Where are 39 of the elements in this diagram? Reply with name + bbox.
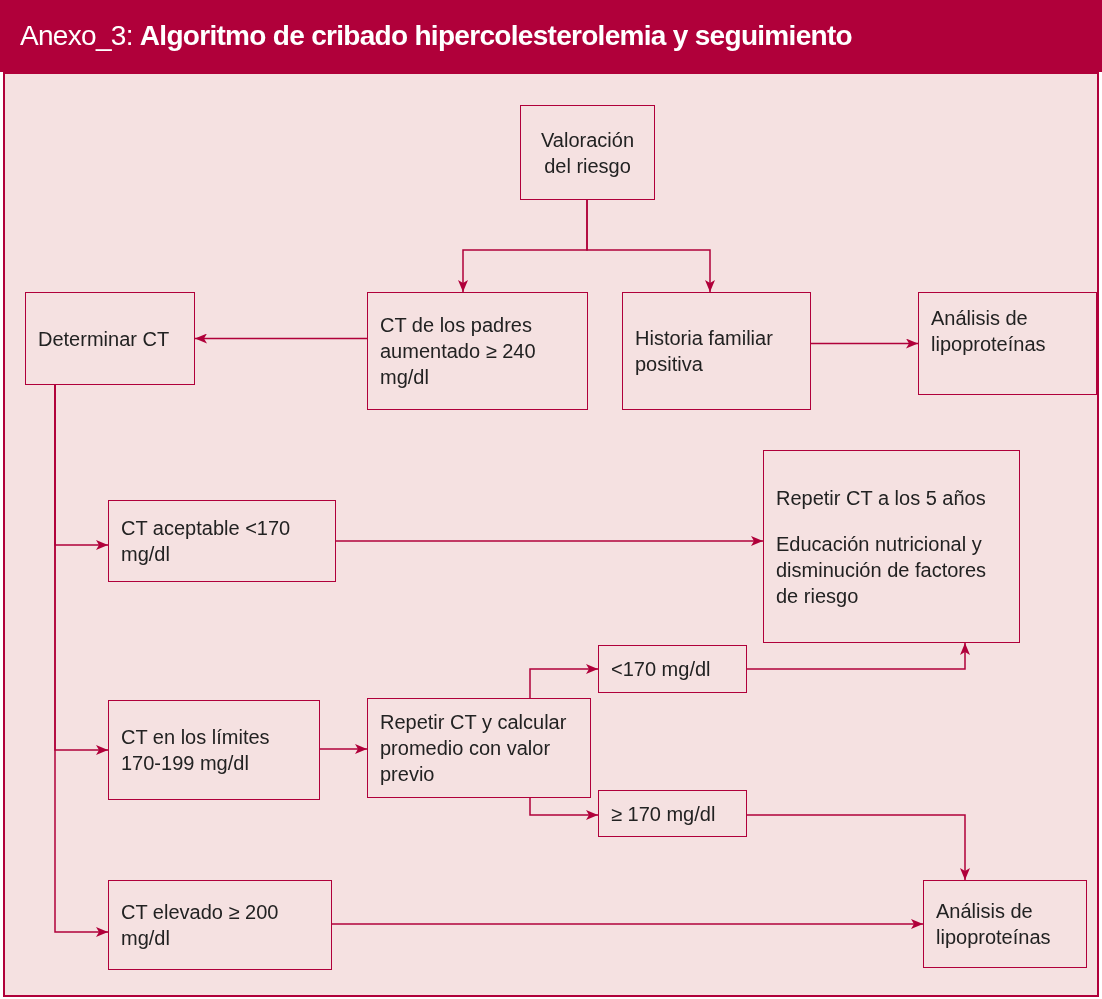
process-box: [25, 292, 195, 385]
box-text: Análisis de lipoproteínas: [931, 306, 1047, 357]
box-text: <170 mg/dl: [611, 657, 712, 682]
arrow: [319, 744, 368, 754]
arrow: [746, 642, 970, 670]
process-box: [598, 790, 747, 837]
arrow: [54, 384, 109, 937]
box-text: CT aceptable <170 mg/dl: [121, 516, 292, 567]
box-text: CT elevado ≥ 200 mg/dl: [121, 900, 280, 951]
box-text: ≥ 170 mg/dl: [611, 801, 717, 827]
arrow: [529, 797, 599, 820]
process-box: [918, 292, 1097, 395]
process-box: [108, 700, 320, 800]
arrow: [529, 664, 599, 699]
arrow: [810, 338, 919, 349]
box-text: Educación nutricional y disminución de factores de riesgo: [776, 531, 988, 609]
box-text: CT de los padres aumentado ≥ 240 mg/dl: [380, 313, 537, 390]
arrow: [586, 199, 715, 293]
box-text: CT en los límites 170-199 mg/dl: [121, 725, 271, 776]
process-box: [520, 105, 655, 200]
box-text: Análisis de lipoproteínas: [936, 899, 1052, 950]
box-text: Repetir CT y calcular promedio con valor previo: [380, 710, 568, 787]
process-box: [598, 645, 747, 693]
process-box: [923, 880, 1087, 968]
process-box: [367, 292, 588, 410]
arrow: [746, 814, 970, 881]
process-box: [622, 292, 811, 410]
box-text: Valoración del riesgo: [540, 127, 635, 179]
box-text: Determinar CT: [38, 326, 171, 352]
process-box: [367, 698, 591, 798]
arrow: [331, 919, 924, 929]
arrow: [194, 333, 368, 344]
process-box: [763, 450, 1020, 643]
title: Anexo_3: Algoritmo de cribado hipercolesterolemia y seguimiento: [20, 19, 852, 53]
process-box: [108, 500, 336, 582]
process-box: [108, 880, 332, 970]
box-text: Historia familiar positiva: [635, 326, 774, 377]
box-text: Repetir CT a los 5 años: [776, 485, 987, 511]
arrow: [335, 536, 764, 546]
